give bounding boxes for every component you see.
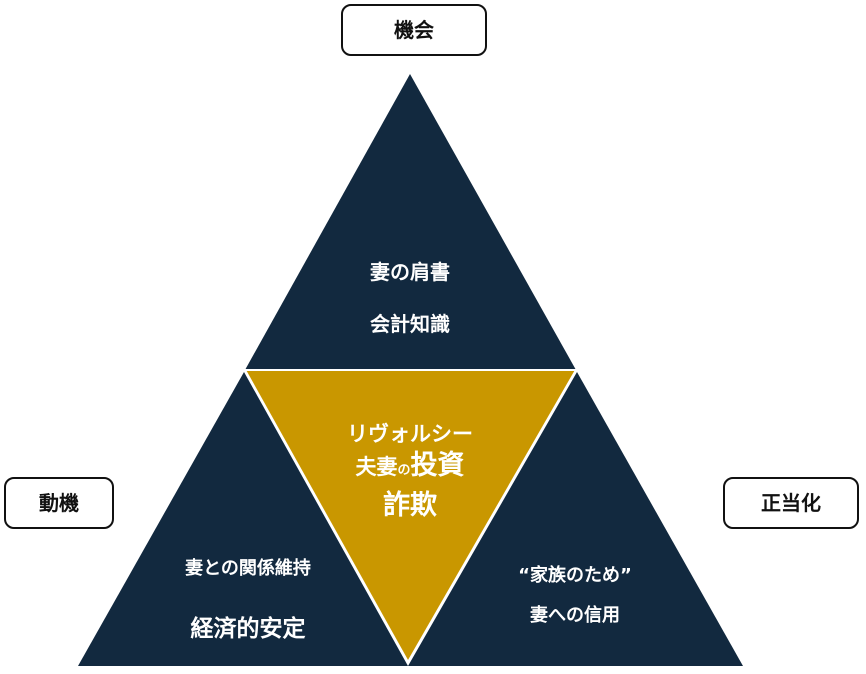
center-line2-small: 夫妻 <box>355 455 397 479</box>
right-line1: “家族のため” <box>518 564 632 586</box>
right-line2: 妻への信用 <box>530 604 620 626</box>
label-motive-text: 動機 <box>39 491 79 515</box>
center-line2-particle: の <box>397 463 410 478</box>
label-opportunity-text: 機会 <box>394 18 434 42</box>
top-line2: 会計知識 <box>370 312 450 336</box>
top-triangle-opportunity <box>245 74 576 370</box>
label-motive: 動機 <box>4 477 114 529</box>
left-triangle-motive <box>78 372 408 666</box>
center-triangle-fraud <box>243 369 578 665</box>
label-rationalization: 正当化 <box>723 477 859 529</box>
left-line1: 妻との関係維持 <box>185 557 311 579</box>
left-line2: 経済的安定 <box>191 615 306 642</box>
center-line3: 詐欺 <box>383 489 437 521</box>
right-triangle-rationalization <box>408 372 743 666</box>
center-line2: 夫妻の投資 <box>355 450 464 481</box>
center-line2-big: 投資 <box>411 450 465 481</box>
top-line1: 妻の肩書 <box>370 260 450 284</box>
label-rationalization-text: 正当化 <box>761 491 821 515</box>
label-opportunity: 機会 <box>341 4 487 56</box>
center-line1: リヴォルシー <box>347 422 473 446</box>
